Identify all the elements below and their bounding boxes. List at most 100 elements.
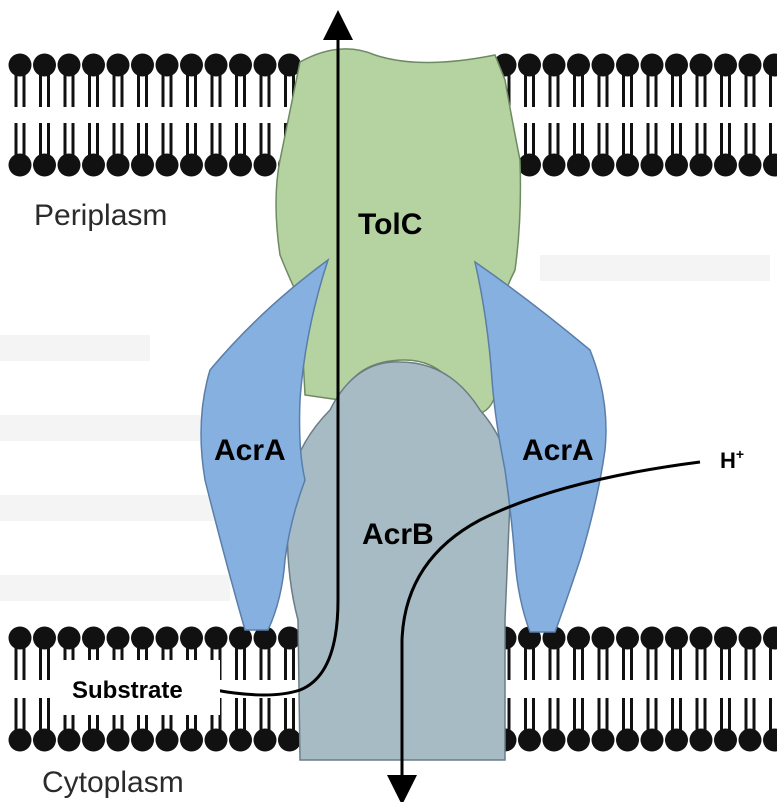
lipid-head [180, 54, 203, 77]
lipid-head [205, 627, 228, 650]
proton-label: H+ [720, 446, 744, 473]
lipid-head [592, 154, 615, 177]
lipid-head [82, 54, 105, 77]
lipid-head [229, 54, 252, 77]
lipid-head [82, 154, 105, 177]
lipid-head [205, 154, 228, 177]
lipid-head [205, 54, 228, 77]
lipid-head [690, 627, 713, 650]
lipid-head [763, 627, 777, 650]
lipid-head [107, 154, 130, 177]
lipid-head [180, 627, 203, 650]
lipid-head [763, 54, 777, 77]
lipid-head [156, 627, 179, 650]
lipid-head [567, 154, 590, 177]
lipid-head [229, 729, 252, 752]
lipid-head [33, 154, 56, 177]
lipid-head [714, 54, 737, 77]
substrate-label: Substrate [72, 677, 183, 704]
lipid-head [107, 54, 130, 77]
lipid-head [641, 54, 664, 77]
acrb-label: AcrB [362, 518, 434, 551]
lipid-head [9, 729, 32, 752]
lipid-head [254, 54, 277, 77]
lipid-head [543, 54, 566, 77]
lipid-head [33, 54, 56, 77]
lipid-head [131, 54, 154, 77]
lipid-head [567, 729, 590, 752]
lipid-head [763, 154, 777, 177]
lipid-head [714, 154, 737, 177]
lipid-head [665, 729, 688, 752]
lipid-head [131, 627, 154, 650]
lipid-head [567, 54, 590, 77]
acra-right-label: AcrA [522, 434, 594, 467]
lipid-head [641, 729, 664, 752]
lipid-head [616, 54, 639, 77]
lipid-head [156, 154, 179, 177]
tolc-label: TolC [358, 208, 422, 241]
lipid-head [205, 729, 228, 752]
lipid-head [58, 54, 81, 77]
periplasm-label: Periplasm [34, 199, 167, 232]
lipid-head [592, 627, 615, 650]
lipid-head [739, 54, 762, 77]
cytoplasm-label: Cytoplasm [42, 766, 184, 799]
lipid-head [518, 154, 541, 177]
lipid-head [616, 154, 639, 177]
lipid-head [763, 729, 777, 752]
lipid-head [180, 154, 203, 177]
lipid-head [278, 729, 301, 752]
lipid-head [33, 627, 56, 650]
acrb-protein [287, 362, 510, 760]
lipid-head [690, 54, 713, 77]
lipid-head [567, 627, 590, 650]
lipid-head [254, 729, 277, 752]
lipid-head [739, 154, 762, 177]
lipid-head [156, 54, 179, 77]
lipid-head [9, 54, 32, 77]
lipid-head [592, 729, 615, 752]
lipid-head [665, 154, 688, 177]
lipid-head [58, 729, 81, 752]
lipid-head [107, 729, 130, 752]
lipid-head [131, 729, 154, 752]
lipid-head [739, 627, 762, 650]
lipid-head [131, 154, 154, 177]
lipid-head [543, 729, 566, 752]
lipid-head [518, 54, 541, 77]
lipid-head [616, 627, 639, 650]
lipid-head [665, 627, 688, 650]
lipid-head [641, 627, 664, 650]
lipid-head [180, 729, 203, 752]
lipid-head [543, 154, 566, 177]
lipid-head [665, 54, 688, 77]
lipid-head [9, 627, 32, 650]
lipid-head [82, 627, 105, 650]
lipid-head [714, 729, 737, 752]
lipid-head [58, 154, 81, 177]
lipid-head [592, 54, 615, 77]
lipid-head [58, 627, 81, 650]
lipid-head [156, 729, 179, 752]
lipid-head [9, 154, 32, 177]
lipid-head [616, 729, 639, 752]
lipid-head [33, 729, 56, 752]
lipid-head [82, 729, 105, 752]
lipid-head [229, 154, 252, 177]
lipid-head [690, 154, 713, 177]
proton-symbol: H [720, 448, 736, 473]
lipid-head [739, 729, 762, 752]
lipid-head [518, 729, 541, 752]
lipid-head [690, 729, 713, 752]
outer-membrane-right [494, 54, 777, 177]
lipid-head [254, 154, 277, 177]
lipid-head [641, 154, 664, 177]
lipid-head [714, 627, 737, 650]
lipid-head [107, 627, 130, 650]
outer-membrane-left [9, 54, 302, 177]
acra-left-label: AcrA [214, 434, 286, 467]
proton-charge: + [736, 446, 744, 462]
inner-membrane-right [494, 627, 777, 752]
